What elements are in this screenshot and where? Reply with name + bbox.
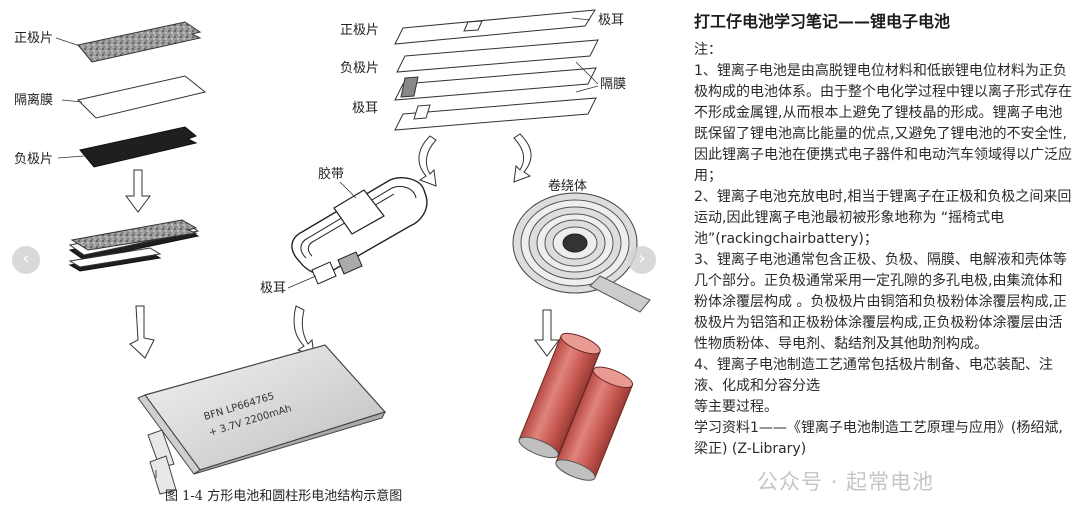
arrow-down-2 xyxy=(129,305,155,359)
arrow-down-1 xyxy=(125,169,151,213)
prev-image-button[interactable]: ‹ xyxy=(12,246,40,274)
cylindrical-cells-shape xyxy=(518,332,634,481)
note-paragraph: 2、锂离子电池充放电时,相当于锂离子在正极和负极之间来回运动,因此锂离子电池最初… xyxy=(694,189,1072,247)
pouch-cell-shape: BFN LP664765 + 3.7V 2200mAh xyxy=(137,344,387,495)
jelly-roll-shape xyxy=(512,192,651,313)
label-tab: 极耳 xyxy=(352,101,378,116)
label-separator: 隔离膜 xyxy=(14,92,53,108)
arrow-curve-1 xyxy=(418,135,437,187)
label-positive-sheet: 正极片 xyxy=(14,31,53,46)
separator-sheet-shape xyxy=(77,75,207,119)
note-paragraph: 3、锂离子电池通常包含正极、负极、隔膜、电解液和壳体等几个部分。正负极通常采用一… xyxy=(694,252,1067,352)
diagram-caption: 图 1-4 方形电池和圆柱形电池结构示意图 xyxy=(165,488,402,504)
note-paragraph: 注： xyxy=(694,42,722,58)
stacked-sheets-shape xyxy=(68,219,200,272)
note-paragraph: 学习资料1——《锂离子电池制造工艺原理与应用》(杨绍斌, 梁正) (Z-Libr… xyxy=(694,420,1063,457)
label-winding: 卷绕体 xyxy=(548,178,587,194)
battery-structure-diagram: 正极片 隔离膜 负极片 xyxy=(14,9,651,504)
next-image-button[interactable]: › xyxy=(628,246,656,274)
note-title: 打工仔电池学习笔记——锂电子电池 xyxy=(694,12,951,31)
arrow-curve-2 xyxy=(513,133,532,183)
negative-sheet-shape xyxy=(79,126,198,168)
label-separator-2: 隔膜 xyxy=(600,77,626,92)
label-negative-sheet: 负极片 xyxy=(14,152,53,167)
positive-sheet-shape xyxy=(77,21,202,63)
label-negative-sheet-2: 负极片 xyxy=(340,61,379,76)
note-paragraph: 4、锂离子电池制造工艺通常包括极片制备、电芯装配、注液、化成和分容分选 xyxy=(694,357,1053,394)
label-positive-sheet-2: 正极片 xyxy=(340,23,379,38)
note-paragraph: 等主要过程。 xyxy=(694,399,778,415)
arrow-down-3 xyxy=(534,309,560,357)
note-paragraph: 1、锂离子电池是由高脱锂电位材料和低嵌锂电位材料为正负极构成的电池体系。由于整个… xyxy=(694,63,1072,184)
layered-sheets-shape xyxy=(394,9,599,131)
note-body: 注： 1、锂离子电池是由高脱锂电位材料和低嵌锂电位材料为正负极构成的电池体系。由… xyxy=(694,40,1072,460)
label-tab-2: 极耳 xyxy=(598,13,624,28)
note-panel: 打工仔电池学习笔记——锂电子电池 注： 1、锂离子电池是由高脱锂电位材料和低嵌锂… xyxy=(670,0,1080,530)
diagram-panel: 正极片 隔离膜 负极片 xyxy=(0,0,670,530)
wound-core-shape xyxy=(291,177,428,285)
label-tape: 胶带 xyxy=(318,166,344,182)
label-tab-3: 极耳 xyxy=(260,281,286,296)
